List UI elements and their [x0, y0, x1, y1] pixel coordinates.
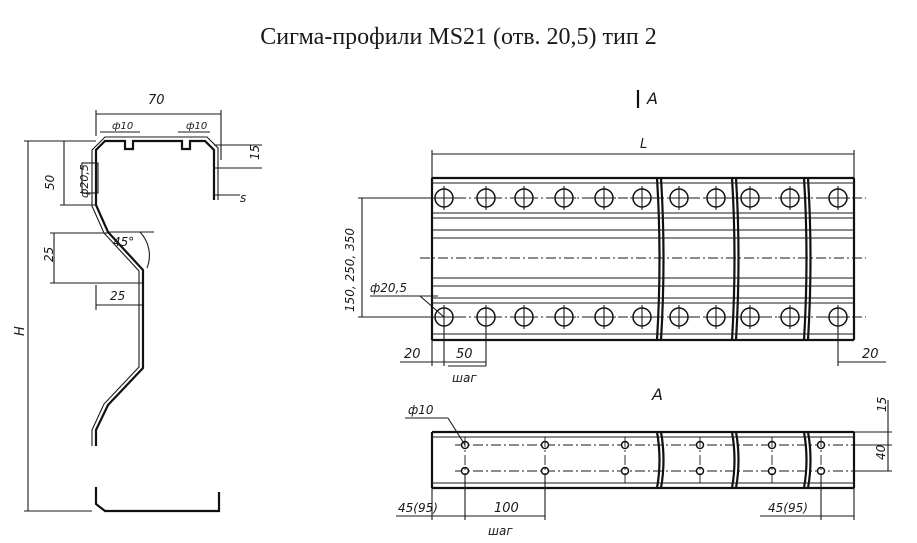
dim-thickness-label: s: [240, 191, 246, 205]
dim-hole-right-label: ф10: [186, 121, 207, 132]
dim-angle-label: 45°: [113, 235, 134, 249]
dim-offset-height-label: 25: [42, 247, 56, 262]
dim-pitch-word: шаг: [452, 371, 477, 385]
dim-end-left-label: 45(95): [398, 501, 438, 515]
dim-end-left-label: 20: [404, 347, 421, 362]
dim-hole-web-label: ф20,5: [78, 164, 91, 198]
dim-row-spacing-label: 40: [874, 444, 888, 460]
dim-end-right-label: 45(95): [768, 501, 808, 515]
dim-small-hole-label: ф10: [408, 403, 434, 417]
dim-pitch-word: шаг: [488, 524, 513, 538]
profile-front-view: A L: [343, 89, 886, 385]
dim-hole-left-label: ф10: [112, 121, 133, 132]
dim-edge-label: 15: [875, 397, 889, 412]
dim-offset-width-label: 25: [110, 289, 125, 303]
holes-top-row: [432, 186, 850, 210]
dim-width-label: 70: [148, 93, 165, 108]
profile-bottom-flange: [94, 487, 221, 513]
dim-flange-depth-label: 15: [248, 145, 262, 160]
dim-length-label: L: [640, 137, 647, 152]
profile-top-flange: [94, 139, 216, 446]
profile-section-view: 70 ф10 ф10 15 s 50 ф20,5 45° 25: [13, 93, 262, 513]
dim-end-right-label: 20: [862, 347, 879, 362]
dim-pitch-label: 50: [456, 347, 473, 362]
view-marker-label: A: [646, 89, 658, 108]
dim-hole-spacing-label: 150, 250, 350: [343, 228, 357, 312]
page-title: Сигма-профили MS21 (отв. 20,5) тип 2: [260, 24, 657, 50]
holes-bottom-row: [432, 305, 850, 329]
dim-hole-diameter-label: ф20,5: [370, 281, 407, 295]
holes-small: [460, 437, 826, 484]
view-a-label: A: [651, 385, 663, 404]
dim-top-height-label: 50: [43, 174, 57, 190]
profile-top-view: A: [396, 385, 892, 538]
dim-total-height-label: H: [13, 326, 28, 336]
profile-inner-line: [91, 136, 219, 446]
dim-pitch-label: 100: [494, 501, 519, 516]
